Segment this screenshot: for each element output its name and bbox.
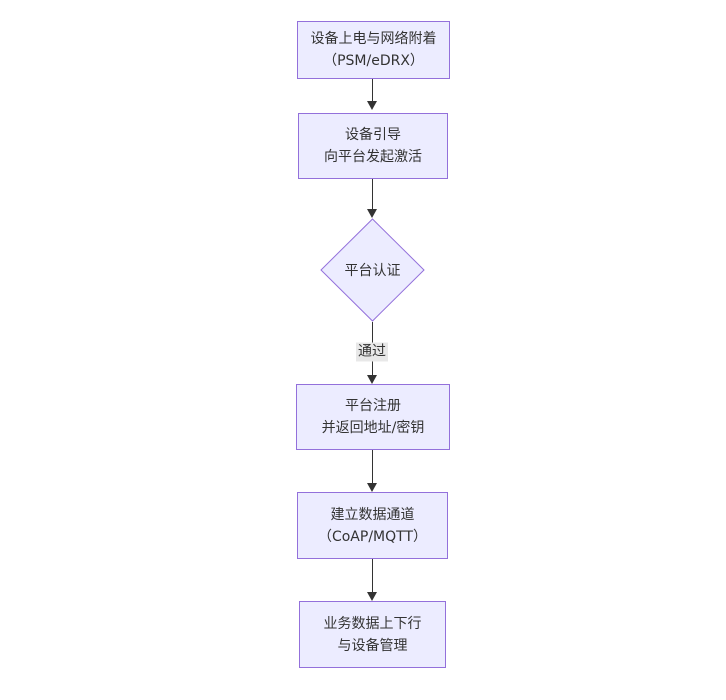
arrow-down-icon: [367, 483, 377, 492]
node-label-line: 设备引导: [345, 127, 401, 143]
edge-line: [372, 179, 373, 210]
node-label-line: 建立数据通道: [330, 506, 415, 523]
edge-line: [372, 450, 373, 484]
diamond-shape: [320, 218, 425, 322]
node-label-line: 业务数据上下行: [323, 615, 422, 632]
node-label-line: 设备上电与网络附着: [310, 31, 437, 47]
flow-node-data-channel: 建立数据通道 （CoAP/MQTT）: [297, 492, 448, 559]
edge-label-pass: 通过: [356, 342, 388, 362]
node-label: 平台认证: [344, 263, 401, 279]
arrow-down-icon: [367, 101, 377, 110]
arrow-down-icon: [367, 375, 377, 384]
flow-node-bootstrap: 设备引导 向平台发起激活: [298, 113, 448, 179]
node-label-line: 并返回地址/密钥: [321, 420, 425, 436]
node-label-line: （CoAP/MQTT）: [317, 528, 428, 545]
arrow-down-icon: [367, 592, 377, 601]
arrow-down-icon: [367, 209, 377, 218]
node-label-line: 平台注册: [345, 398, 401, 414]
flow-node-platform-register: 平台注册 并返回地址/密钥: [296, 384, 450, 450]
node-label-line: （PSM/eDRX）: [323, 53, 424, 69]
edge-line: [372, 559, 373, 593]
flow-node-business-data: 业务数据上下行 与设备管理: [299, 601, 446, 668]
flow-node-platform-auth: 平台认证: [320, 218, 425, 322]
edge-line: [372, 79, 373, 102]
node-label-line: 向平台发起激活: [324, 149, 422, 165]
node-label-line: 与设备管理: [337, 637, 408, 654]
flow-node-power-attach: 设备上电与网络附着 （PSM/eDRX）: [297, 21, 450, 79]
